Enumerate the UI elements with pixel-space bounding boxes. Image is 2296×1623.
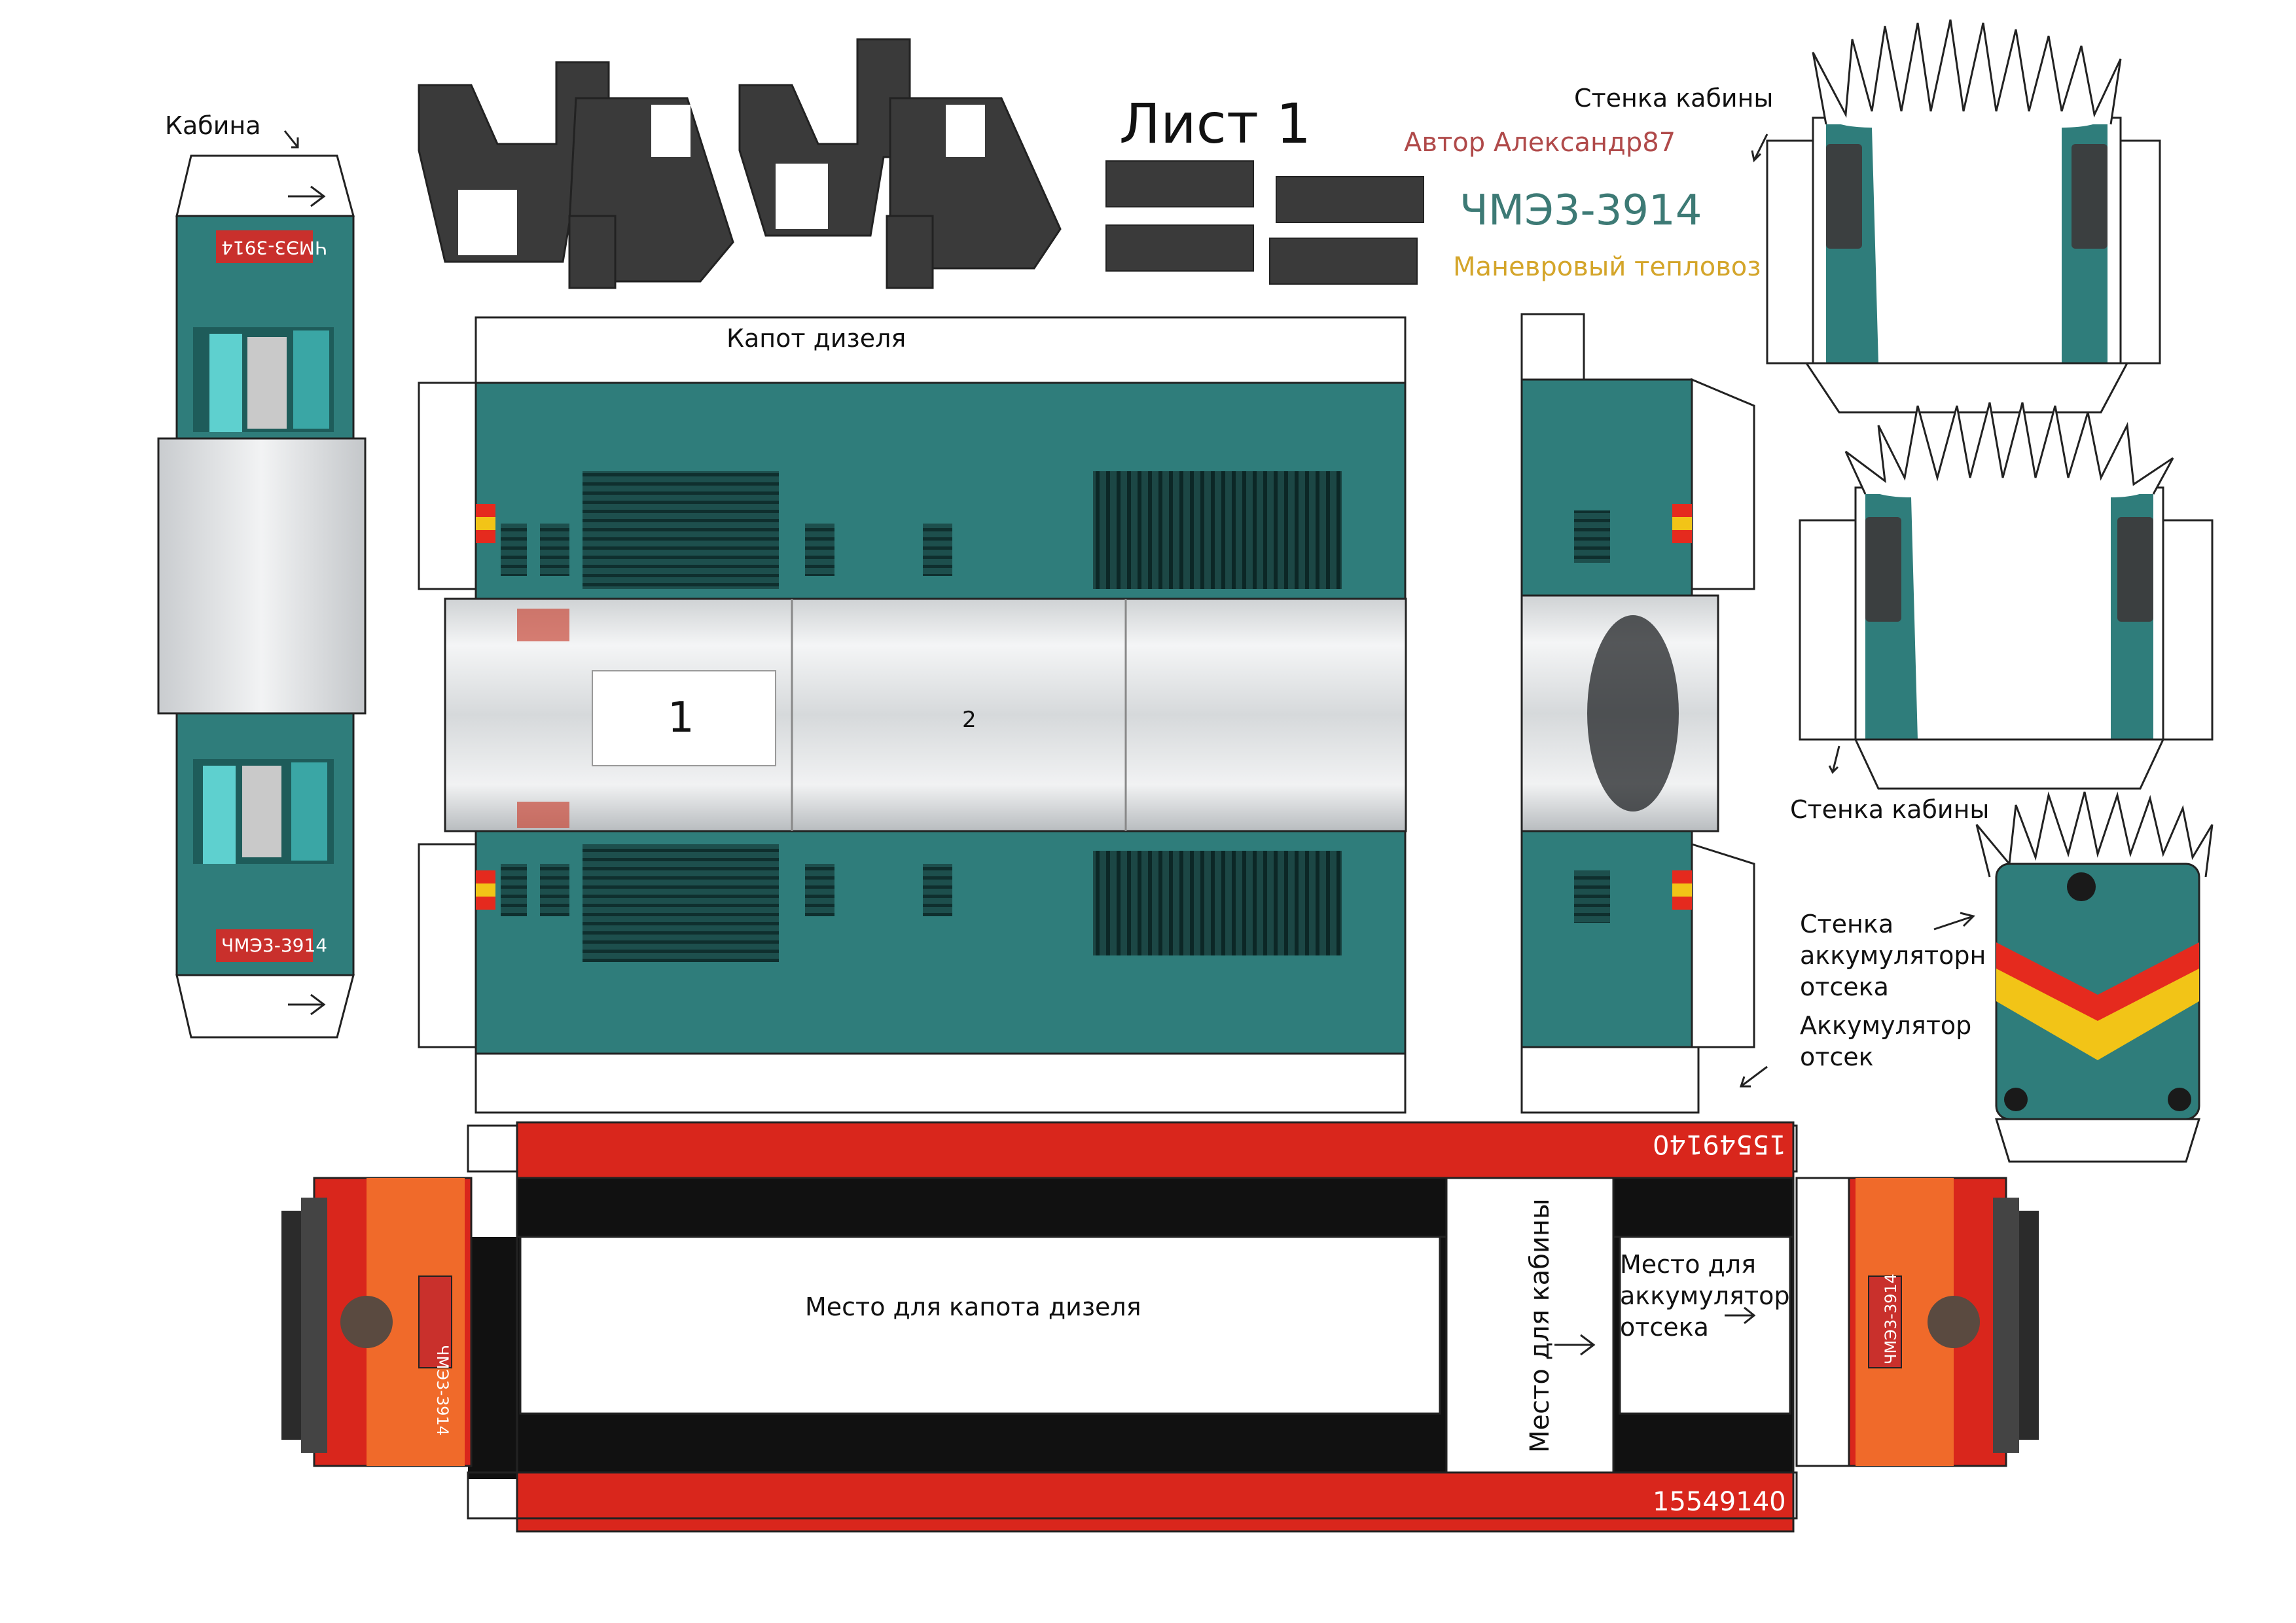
battery-wall-label-2: аккумуляторн (1800, 941, 1986, 970)
cabin-wall-top-piece (1766, 19, 2161, 414)
battery-compartment-piece (1520, 313, 1755, 1114)
author-label: Автор Александр87 (1404, 128, 1676, 158)
place-diesel-hood-label: Место для капота дизеля (805, 1293, 1141, 1321)
diesel-hood-label: Капот дизеля (726, 324, 906, 353)
model-label: ЧМЭ3-3914 (1460, 187, 1702, 235)
hood-part-1-label: 1 (668, 694, 694, 742)
battery-comp-label-2: отсек (1800, 1043, 1874, 1071)
end-plate-left: ЧМЭ3-3914 (433, 1345, 452, 1436)
battery-wall-label-1: Стенка (1800, 910, 1894, 938)
battery-wall-piece (1975, 791, 2214, 1163)
arrow-icons (283, 130, 1975, 1356)
diesel-hood-piece (418, 316, 1407, 1114)
cabin-wall-top-label: Стенка кабины (1574, 84, 1774, 113)
cabin-roof-piece (157, 154, 367, 1039)
frame-number-top: 15549140 (1653, 1129, 1786, 1159)
subtitle-label: Маневровый тепловоз (1453, 252, 1761, 282)
battery-wall-label-3: отсека (1800, 972, 1889, 1001)
sheet-title: Лист 1 (1119, 92, 1312, 156)
battery-comp-label-1: Аккумулятор (1800, 1011, 1972, 1040)
frame-number-bottom: 15549140 (1653, 1487, 1786, 1517)
cabin-wall-mid-piece (1799, 402, 2214, 790)
underframe-piece (281, 1121, 2039, 1533)
place-battery-label-2: аккумулятор (1620, 1281, 1790, 1310)
cab-plate-top: ЧМЭ3-3914 (221, 237, 328, 259)
cab-plate-bottom: ЧМЭ3-3914 (221, 935, 328, 956)
hood-part-2-label: 2 (962, 707, 977, 733)
place-battery-label-1: Место для (1620, 1250, 1756, 1279)
cabin-label: Кабина (165, 111, 261, 140)
place-battery-label-3: отсека (1620, 1313, 1709, 1342)
place-cabin-label: Место для кабины (1525, 1198, 1555, 1453)
window-frame-holes (458, 105, 985, 255)
small-strip-parts (1105, 160, 1424, 285)
end-plate-right: ЧМЭ3-3914 (1882, 1274, 1900, 1364)
cabin-wall-mid-label: Стенка кабины (1790, 795, 1990, 824)
